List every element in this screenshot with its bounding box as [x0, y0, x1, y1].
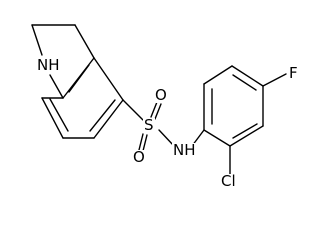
bond-layer: [31, 24, 287, 175]
bond-s-o-lower-a: [138, 133, 144, 151]
bond-c4prime-c5prime: [231, 65, 264, 87]
bond-c2prime-c3prime: [229, 125, 264, 147]
bond-c4-c5: [93, 99, 124, 139]
bond-c6-c7: [41, 97, 64, 139]
bond-c5-s: [122, 99, 144, 121]
bond-c1prime-c2prime: [203, 129, 231, 147]
bond-c6-c7-inner: [49, 98, 69, 132]
sulfonyl-oxygen-lower-label: O: [132, 148, 146, 166]
bond-s-o-upper-b: [154, 103, 162, 120]
chlorine-label: Cl: [220, 172, 237, 190]
sulfonyl-oxygen-upper-label: O: [154, 86, 168, 104]
bond-c2prime-c3prime-inner: [232, 123, 258, 139]
bond-s-n: [158, 129, 175, 147]
bond-n1-c7a: [49, 74, 64, 99]
bond-c5prime-c6prime: [203, 65, 233, 85]
indoline-nh-label: NH: [36, 56, 61, 74]
structure-canvas: NH S O O NH Cl F: [31, 24, 299, 190]
fluorine-label: F: [288, 64, 299, 82]
bond-c4prime-f: [262, 73, 287, 87]
bond-c4prime-c5prime-inner: [232, 74, 257, 91]
bond-n1-c2: [31, 24, 43, 56]
sulfonamide-nh-label: NH: [172, 141, 197, 159]
bond-s-o-lower-b: [142, 134, 148, 152]
bond-s-o-upper-a: [150, 101, 158, 118]
bond-c4-c5-inner: [89, 99, 116, 132]
bond-c3a-c7a-inner: [68, 64, 90, 93]
bond-c3-c3a: [74, 24, 95, 59]
bond-c3a-c4: [93, 57, 124, 101]
sulfur-label: S: [143, 116, 155, 134]
